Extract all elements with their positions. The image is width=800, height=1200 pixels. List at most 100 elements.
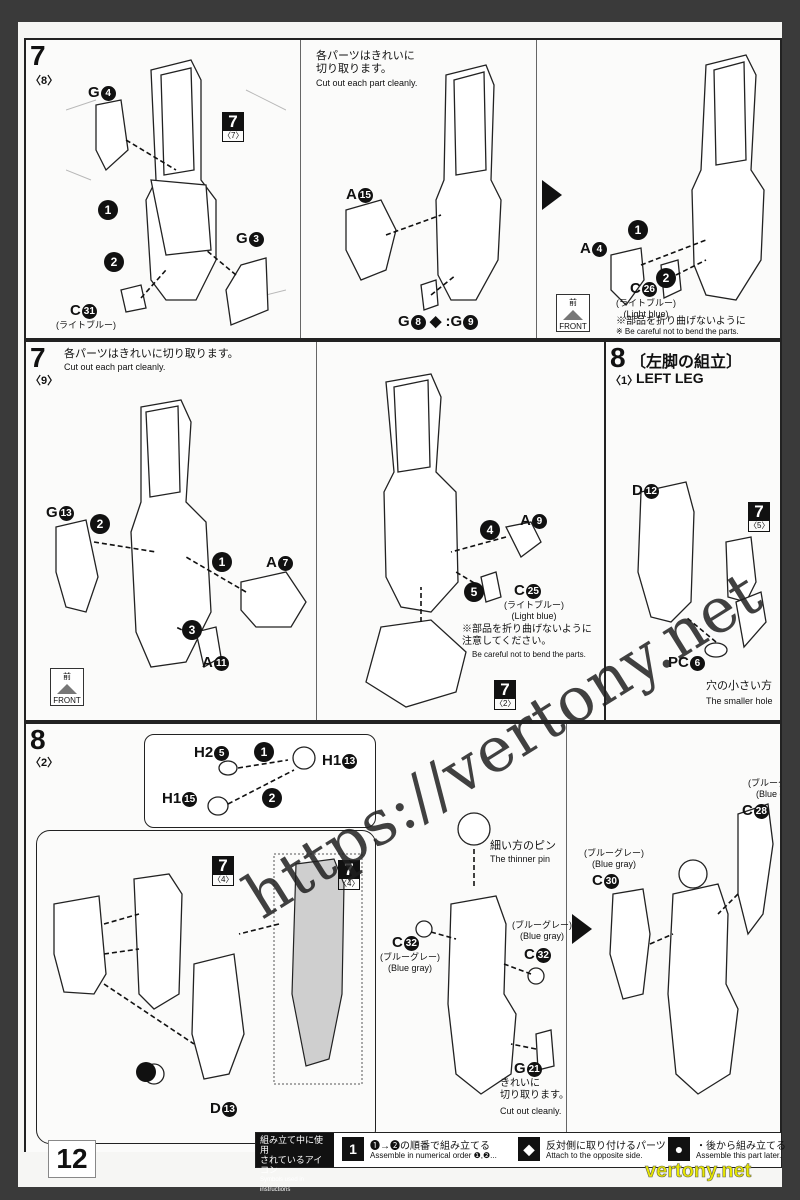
assembly-illustration-knee-c [610,54,765,307]
reference-step-7-4: 7〈4〉 [212,856,234,886]
front-arrow-icon [57,684,77,694]
step-sub-number: 〈8〉 [30,75,59,87]
divider [300,40,301,338]
section-title-jp: 〔左脚の組立〕 [630,354,743,371]
step-number: 8 [30,724,46,755]
site-label: vertony.net [645,1160,752,1183]
assembly-illustration-knee-a [66,59,286,326]
assembly-illustration-lower-leg [53,853,363,1085]
note-pin-en: The thinner pin [490,854,551,864]
step-number: 7 [30,40,46,71]
joint-parts-illustration [207,746,316,816]
note-cut-en: Cut out cleanly. [500,1106,562,1116]
divider [536,40,537,338]
legend-item-assemble-later: ● ・後から組み立てる Assemble this part later. [668,1135,786,1165]
color-note-c30: (ブルーグレー)(Blue gray) [584,848,644,869]
assembly-illustration-leg-upper [55,399,307,669]
order-number-1: 1 [254,742,274,762]
assembly-illustration-shin-covers [609,803,774,1095]
color-note-c25: (ライトブルー)(Light blue) [504,600,564,621]
note-cut-jp: きれいに切り取ります。 [500,1078,569,1101]
order-number-1: 1 [98,200,118,220]
note-bend-en: Be careful not to bend the parts. [472,650,586,659]
note-cut-en: Cut out each part cleanly. [316,78,418,88]
front-arrow-icon [563,310,583,320]
color-note-c28: (ブルーグレー)(Blue gray) [748,778,780,799]
legend-item-opposite-side: ◆ 反対側に取り付けるパーツ Attach to the opposite si… [518,1135,666,1165]
color-note-c32-right: (ブルーグレー)(Blue gray) [512,920,572,941]
legend-header: 組み立て中に使用されているアイコン Symbols used in instru… [256,1133,334,1193]
note-bend-jp: ※部品を折り曲げないように [616,316,746,327]
assemble-later-icon [136,1062,156,1082]
page-number: 12 [48,1140,96,1178]
step-sub-number: 〈2〉 [30,757,59,769]
note-hole-jp: 穴の小さい方 [706,680,772,692]
divider [566,724,567,1154]
step-7-9-panel: 7 〈9〉 各パーツはきれいに切り取ります。 Cut out each part… [24,340,610,722]
note-bend-jp: ※部品を折り曲げないように注意してください。 [462,624,592,647]
reference-step-7-2: 7〈2〉 [494,680,516,710]
order-number-2: 2 [90,514,110,534]
opposite-side-icon: ◆ [518,1137,540,1161]
order-number-1: 1 [212,552,232,572]
note-cut-jp: 各パーツはきれいに切り取ります。 [64,348,239,360]
order-number-3: 3 [182,620,202,640]
order-icon: 1 [342,1137,364,1161]
color-note-c31: (ライトブルー) [56,320,116,330]
order-number-5: 5 [464,582,484,602]
arrow-next-icon [542,180,562,210]
reference-step-7-4-detail: 7〈4〉 [338,860,360,890]
step-sub-number: 〈1〉 [610,375,639,387]
order-number-1: 1 [628,220,648,240]
divider [316,342,317,720]
assemble-later-icon: ● [668,1137,690,1161]
legend-item-numerical-order: 1 ❶→❷の順番で組み立てる Assemble in numerical ord… [342,1135,507,1165]
assembly-illustration-left-leg-frame [637,481,767,658]
assembly-illustration-knee-b [345,64,502,311]
reference-step-7-7: 7〈7〉 [222,112,244,142]
order-number-2: 2 [104,252,124,272]
reference-step-7-5: 7〈5〉 [748,502,770,532]
arrow-next-icon [572,914,592,944]
order-number-4: 4 [480,520,500,540]
assembly-illustration-knee-joint [415,812,555,1095]
note-cut-jp: 各パーツはきれいに切り取ります。 [316,50,415,75]
order-number-2: 2 [656,268,676,288]
step-number: 8 [610,342,626,373]
color-note-c26: (ライトブルー)(Light blue) [616,298,676,319]
assembly-illustration-leg-knee [365,373,542,708]
section-title-en: LEFT LEG [636,370,704,386]
step-number: 7 [30,342,46,373]
note-pin-jp: 細い方のピン [490,840,556,852]
note-cut-en: Cut out each part cleanly. [64,362,166,372]
note-bend-en: ※ Be careful not to bend the parts. [616,327,739,336]
step-sub-number: 〈9〉 [30,375,59,387]
